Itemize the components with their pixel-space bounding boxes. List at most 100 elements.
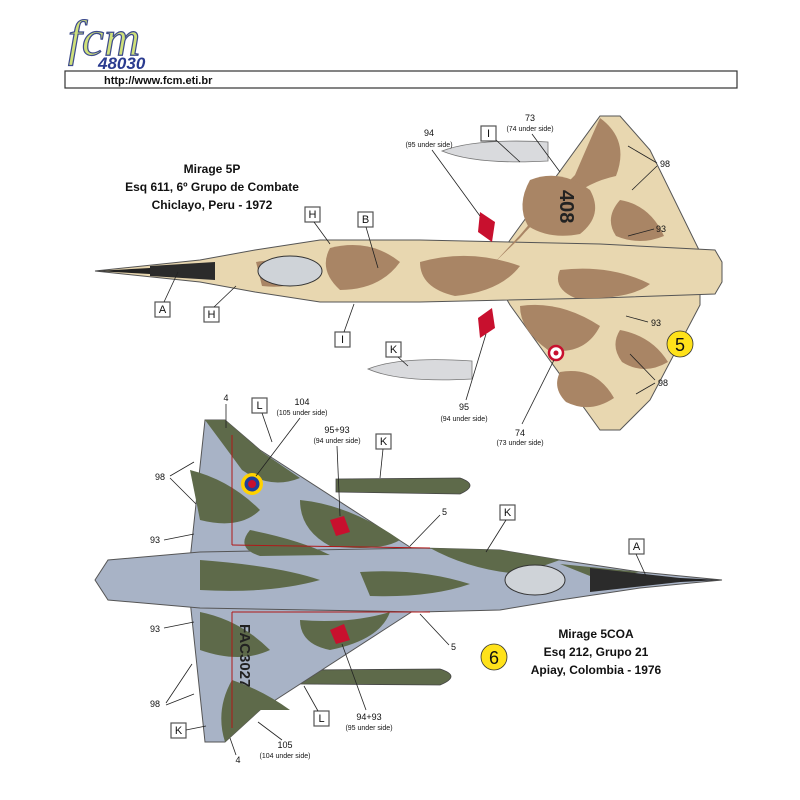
letter-i1: I — [487, 128, 490, 140]
product-code: 48030 — [97, 54, 146, 73]
website-url[interactable]: http://www.fcm.eti.br — [104, 75, 213, 87]
callout-95-sub: (94 under side) — [440, 416, 487, 423]
letter-box-i1 — [480, 125, 497, 142]
callout-98b: 98 — [658, 378, 668, 388]
header: fcm 48030 http://www.fcm.eti.br — [64, 9, 738, 89]
leader-98b2-1 — [165, 663, 193, 704]
letter-i2: I — [341, 334, 344, 346]
leader-98b-2 — [635, 382, 656, 395]
letter-box-a2 — [628, 538, 645, 555]
letter-box-a — [154, 301, 171, 318]
letter-a: A — [159, 304, 167, 316]
leader-93b — [625, 315, 649, 323]
callout-73-sub: (74 under side) — [506, 126, 553, 133]
aircraft-1-serial: 408 — [555, 190, 577, 223]
aircraft-1-title-line3: Chiclayo, Peru - 1972 — [152, 198, 273, 212]
leader-98b2-2 — [165, 693, 195, 706]
badge-6-label: 6 — [489, 648, 499, 668]
logo-text: fcm — [68, 10, 140, 66]
letter-box-k3 — [170, 722, 187, 739]
callout-93a: 93 — [656, 224, 666, 234]
badge-5-circle — [666, 330, 694, 358]
aircraft-2-drop-tank-bottom — [299, 668, 452, 686]
letter-box-l2 — [313, 710, 330, 727]
aircraft-1-canopy — [257, 255, 323, 287]
callout-94-sub: (95 under side) — [405, 142, 452, 149]
callout-104-sub: (105 under side) — [277, 410, 328, 417]
callout-4a: 4 — [223, 393, 228, 403]
aircraft-2-title: Mirage 5COA Esq 212, Grupo 21 Apiay, Col… — [531, 627, 662, 677]
letter-box-l1 — [251, 397, 268, 414]
aircraft-2-canopy — [504, 564, 566, 596]
badge-6-circle — [480, 643, 508, 671]
letter-k3: K — [175, 725, 183, 737]
callout-104: 104 — [294, 397, 309, 407]
callout-9593a-sub: (94 under side) — [313, 438, 360, 445]
callout-5a: 5 — [442, 507, 447, 517]
leader-93b2 — [163, 621, 195, 629]
aircraft-1-title-line1: Mirage 5P — [184, 162, 241, 176]
aircraft-2-marking-9493 — [330, 624, 350, 644]
leader-a — [163, 271, 179, 303]
leader-a2 — [635, 553, 647, 577]
aircraft-2-title-line2: Esq 212, Grupo 21 — [544, 645, 649, 659]
aircraft-2-callouts: 4 104 (105 under side) 95+93 (94 under s… — [150, 393, 456, 765]
aircraft-2-marking-9593 — [330, 516, 350, 536]
aircraft-1-nose-cone — [150, 262, 215, 280]
callout-93b2: 93 — [150, 624, 160, 634]
leader-95 — [465, 333, 487, 401]
aircraft-1-marking-94 — [478, 212, 495, 242]
aircraft-2-serial: FAC3027 — [236, 624, 253, 687]
letter-box-k1 — [375, 433, 392, 450]
aircraft-2-roundel-inner — [248, 480, 256, 488]
callout-4b: 4 — [235, 755, 240, 765]
letter-box-h1 — [304, 206, 321, 223]
leader-k1 — [379, 448, 384, 479]
leader-9593a — [336, 445, 341, 517]
callout-93a2: 93 — [150, 535, 160, 545]
aircraft-2-nose-cone — [590, 568, 680, 592]
letter-box-i2 — [334, 331, 351, 348]
letter-box-k — [385, 341, 402, 358]
aircraft-1-camo — [256, 118, 668, 408]
scheme-badge-5: 5 — [666, 330, 694, 358]
callout-9593a: 95+93 — [324, 425, 349, 435]
letter-b: B — [362, 214, 369, 226]
aircraft-2-letters: L K K A L K — [170, 397, 647, 739]
leader-93a2 — [163, 533, 195, 541]
aircraft-1-letters: I H B A H I K — [154, 125, 521, 367]
callout-98b2: 98 — [150, 699, 160, 709]
aircraft-2-drop-tank-top — [335, 477, 471, 495]
letter-a2: A — [633, 541, 641, 553]
leader-l1 — [261, 412, 273, 443]
letter-box-b — [357, 211, 374, 228]
leader-h1 — [313, 221, 331, 245]
leader-98b-1 — [629, 353, 656, 381]
aircraft-2-drawing: FAC3027 — [94, 419, 723, 743]
callout-74: 74 — [515, 428, 525, 438]
letter-h1: H — [309, 209, 317, 221]
letter-l2: L — [318, 713, 324, 725]
aircraft-2-red-line-top-2 — [231, 544, 431, 549]
leader-105 — [257, 721, 283, 741]
leader-98a2-1 — [169, 461, 195, 477]
leader-5a — [409, 514, 441, 547]
callout-98a2: 98 — [155, 472, 165, 482]
aircraft-2-title-line1: Mirage 5COA — [558, 627, 634, 641]
aircraft-1-roundel-center — [553, 350, 559, 356]
leader-74 — [521, 359, 555, 425]
aircraft-1-drawing: 408 — [94, 115, 723, 431]
leader-4b — [229, 737, 237, 756]
callout-105-sub: (104 under side) — [260, 753, 311, 760]
leader-i2 — [343, 303, 355, 333]
letter-k2: K — [504, 507, 512, 519]
leader-h2 — [213, 285, 237, 308]
callout-73: 73 — [525, 113, 535, 123]
leader-l2 — [303, 685, 319, 712]
leader-5b — [419, 613, 450, 646]
aircraft-1-title-line2: Esq 611, 6º Grupo de Combate — [125, 180, 299, 194]
header-rule — [64, 70, 738, 89]
leader-94 — [431, 149, 481, 217]
aircraft-1-nose-probe — [95, 268, 150, 274]
